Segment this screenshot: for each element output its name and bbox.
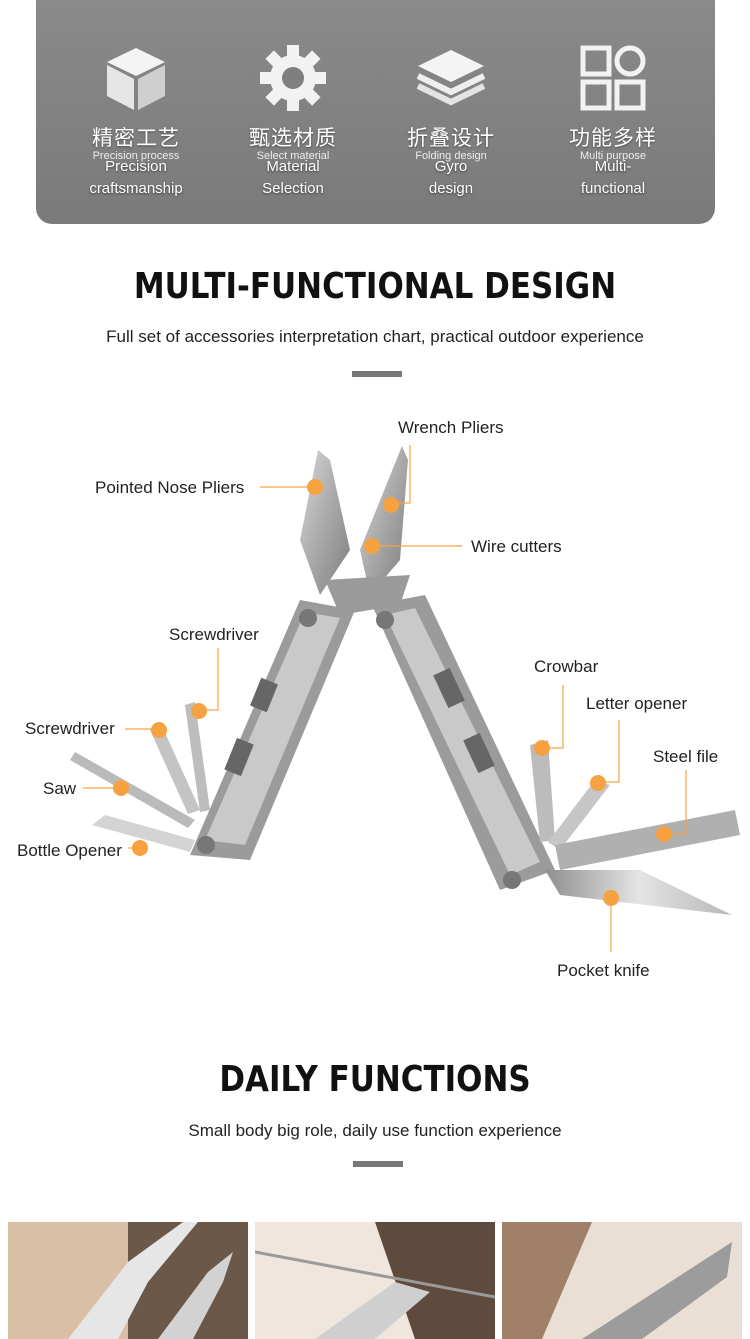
feature-en-1: Material (266, 158, 320, 175)
multitool-diagram: Wrench Pliers Pointed Nose Pliers Wire c… (0, 400, 750, 1000)
feature-material: 甄选材质 Select material Material Selection (218, 40, 368, 200)
feature-en-1: Gyro (434, 158, 468, 175)
label-pointed-nose-pliers: Pointed Nose Pliers (95, 478, 245, 497)
feature-multi: 功能多样 Multi purpose Multi- functional (538, 40, 688, 200)
photo-knife-wood (502, 1222, 742, 1339)
layers-icon (416, 50, 486, 106)
callout-dot (656, 826, 672, 842)
label-pocket-knife: Pocket knife (557, 961, 650, 980)
callout-dot (590, 775, 606, 791)
feature-en-2: functional (580, 180, 646, 197)
feature-en-2: craftsmanship (89, 180, 183, 197)
section-title: DAILY FUNCTIONS (219, 1059, 531, 1100)
feature-en-1: Multi- (594, 158, 632, 175)
section-subtitle: Full set of accessories interpretation c… (106, 327, 644, 346)
cube-icon (107, 48, 165, 110)
feature-folding: 折叠设计 Folding design Gyro design (376, 40, 526, 200)
feature-sub: Multi purpose (579, 150, 647, 162)
multitool-illustration (70, 445, 740, 952)
callout-dot (151, 722, 167, 738)
section-title: MULTI-FUNCTIONAL DESIGN (133, 266, 617, 307)
photo-wire-cutting (255, 1222, 495, 1339)
callout-dot (383, 497, 399, 513)
feature-en-2: Selection (262, 180, 324, 197)
callout-dot (113, 780, 129, 796)
feature-cn: 精密工艺 (92, 126, 180, 150)
label-screwdriver-1: Screwdriver (169, 625, 259, 644)
callout-dot (364, 538, 380, 554)
label-wire-cutters: Wire cutters (471, 537, 562, 556)
feature-sub: Folding design (415, 150, 487, 162)
feature-en-2: design (428, 180, 474, 197)
callout-dot (307, 479, 323, 495)
photo-strip (8, 1222, 742, 1339)
photo-pliers-closeup (8, 1222, 248, 1339)
callout-dot (191, 703, 207, 719)
callout-dot (534, 740, 550, 756)
section-subtitle: Small body big role, daily use function … (188, 1121, 562, 1140)
callout-dot (603, 890, 619, 906)
label-letter-opener: Letter opener (586, 694, 688, 713)
feature-panel: 精密工艺 Precision process Precision craftsm… (36, 0, 715, 224)
label-screwdriver-2: Screwdriver (25, 719, 115, 738)
label-steel-file: Steel file (653, 747, 719, 766)
feature-sub: Select material (256, 150, 330, 162)
grid-icon (580, 45, 646, 111)
feature-cn: 功能多样 (569, 126, 657, 150)
feature-cn: 折叠设计 (407, 126, 495, 150)
feature-cn: 甄选材质 (249, 126, 337, 150)
gear-icon (260, 45, 326, 111)
divider (353, 1161, 403, 1167)
label-bottle-opener: Bottle Opener (17, 841, 122, 860)
label-wrench-pliers: Wrench Pliers (398, 418, 504, 437)
feature-precision: 精密工艺 Precision process Precision craftsm… (61, 40, 211, 200)
feature-sub: Precision process (92, 150, 180, 162)
feature-en-1: Precision (105, 158, 167, 175)
label-crowbar: Crowbar (534, 657, 599, 676)
callout-dot (132, 840, 148, 856)
label-saw: Saw (43, 779, 77, 798)
divider (352, 371, 402, 377)
